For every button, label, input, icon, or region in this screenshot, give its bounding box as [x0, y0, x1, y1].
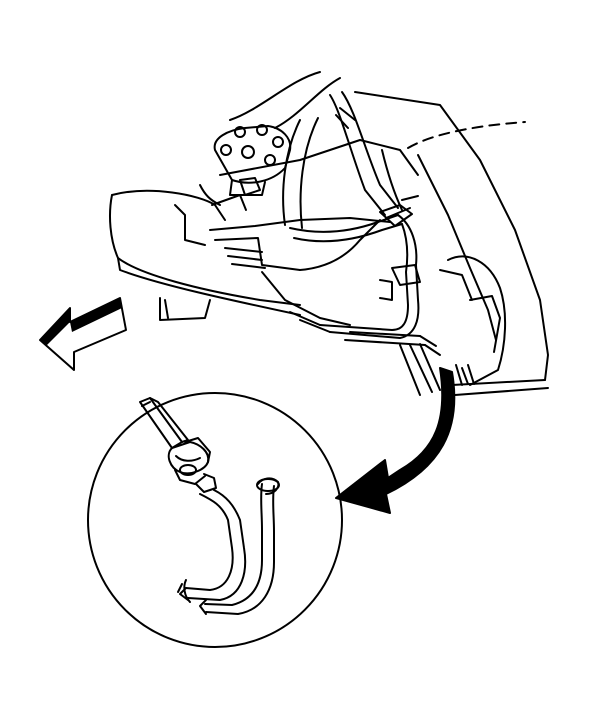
front-direction-arrow-icon	[39, 297, 127, 371]
detail-leader-lines	[399, 343, 441, 396]
hoses	[229, 71, 403, 229]
radiator-support	[109, 184, 301, 321]
engine-compartment	[109, 71, 549, 396]
detail-view	[87, 392, 343, 648]
transmission-cooler-lines	[289, 214, 441, 356]
line-fitting	[167, 437, 211, 485]
fender-panel	[354, 91, 549, 396]
distributor-cap	[213, 124, 292, 196]
detail-circle	[87, 392, 343, 648]
detail-cooler-lines	[177, 473, 280, 615]
engine-block	[209, 139, 419, 326]
line-clip	[379, 195, 421, 286]
curved-callout-arrow-icon	[335, 367, 456, 514]
